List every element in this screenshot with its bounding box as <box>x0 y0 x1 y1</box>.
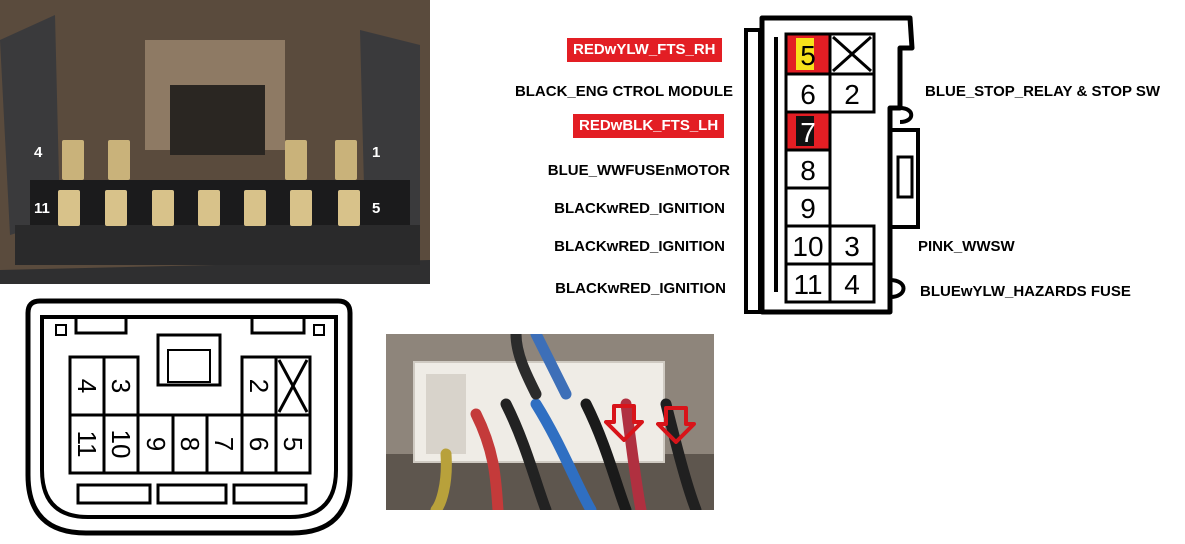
pin-number-6: 6 <box>800 79 816 110</box>
face-pin-5: 5 <box>278 437 308 451</box>
pin-number-4: 4 <box>844 269 860 300</box>
pin-number-10: 10 <box>792 231 823 262</box>
pin-cell-3 <box>828 224 876 266</box>
face-pin-10: 10 <box>106 430 136 459</box>
face-pin-7: 7 <box>209 437 239 451</box>
pin-number-2: 2 <box>844 79 860 110</box>
pin-cell-2 <box>828 72 876 114</box>
pinout-connector-diagram: 5 2 6 7 8 9 10 3 11 4 <box>744 15 920 315</box>
photo-pin-label-11: 11 <box>34 200 50 217</box>
connector-left-rail <box>744 28 762 314</box>
pin-number-11: 11 <box>793 269 822 300</box>
wire-label-pin-8: BLUE_WWFUSEnMOTOR <box>547 162 730 179</box>
face-pin-8: 8 <box>175 437 205 451</box>
wire-label-pin-2: BLUE_STOP_RELAY & STOP SW <box>925 83 1161 100</box>
connector-face-view-diagram: 4 3 2 11 10 9 8 7 6 5 <box>25 298 353 536</box>
arrow-down-icon-2 <box>656 406 696 444</box>
harness-photo <box>386 334 714 510</box>
connector-photo: 4 1 11 5 <box>0 0 430 284</box>
face-pin-3: 3 <box>106 379 136 393</box>
face-view-outline <box>25 298 353 536</box>
face-view-latch <box>156 333 222 387</box>
pin-number-5: 5 <box>800 40 816 71</box>
photo-pin-label-1: 1 <box>372 144 381 161</box>
pin-number-7: 7 <box>800 117 816 148</box>
face-pin-6: 6 <box>244 437 274 451</box>
pin-number-8: 8 <box>800 155 816 186</box>
wire-label-pin-11: BLACKwRED_IGNITION <box>555 280 726 297</box>
photo-pin-label-4: 4 <box>34 144 43 161</box>
wire-label-pin-5: REDwYLW_FTS_RH <box>567 38 722 62</box>
face-pin-2: 2 <box>244 379 274 393</box>
arrow-down-icon-1 <box>604 404 644 442</box>
pin-7-highlight <box>796 116 814 146</box>
pin-number-9: 9 <box>800 193 816 224</box>
connector-photo-drawing <box>0 0 430 284</box>
wire-label-pin-4: BLUEwYLW_HAZARDS FUSE <box>920 283 1131 300</box>
wire-label-pin-9: BLACKwRED_IGNITION <box>554 200 725 217</box>
pin-number-3: 3 <box>844 231 860 262</box>
wire-label-pin-7: REDwBLK_FTS_LH <box>573 114 725 138</box>
face-pin-11: 11 <box>72 431 102 458</box>
wire-label-pin-6: BLACK_ENG CTROL MODULE <box>514 83 733 100</box>
pin-5-highlight <box>796 38 814 70</box>
connector-right-latch <box>890 128 920 229</box>
wire-label-pin-10: BLACKwRED_IGNITION <box>554 238 725 255</box>
pin-cell-4 <box>828 262 876 304</box>
face-pin-9: 9 <box>141 437 171 451</box>
wire-label-pin-3: PINK_WWSW <box>918 238 1015 255</box>
photo-pin-label-5: 5 <box>372 200 381 217</box>
face-pin-4: 4 <box>72 379 102 393</box>
